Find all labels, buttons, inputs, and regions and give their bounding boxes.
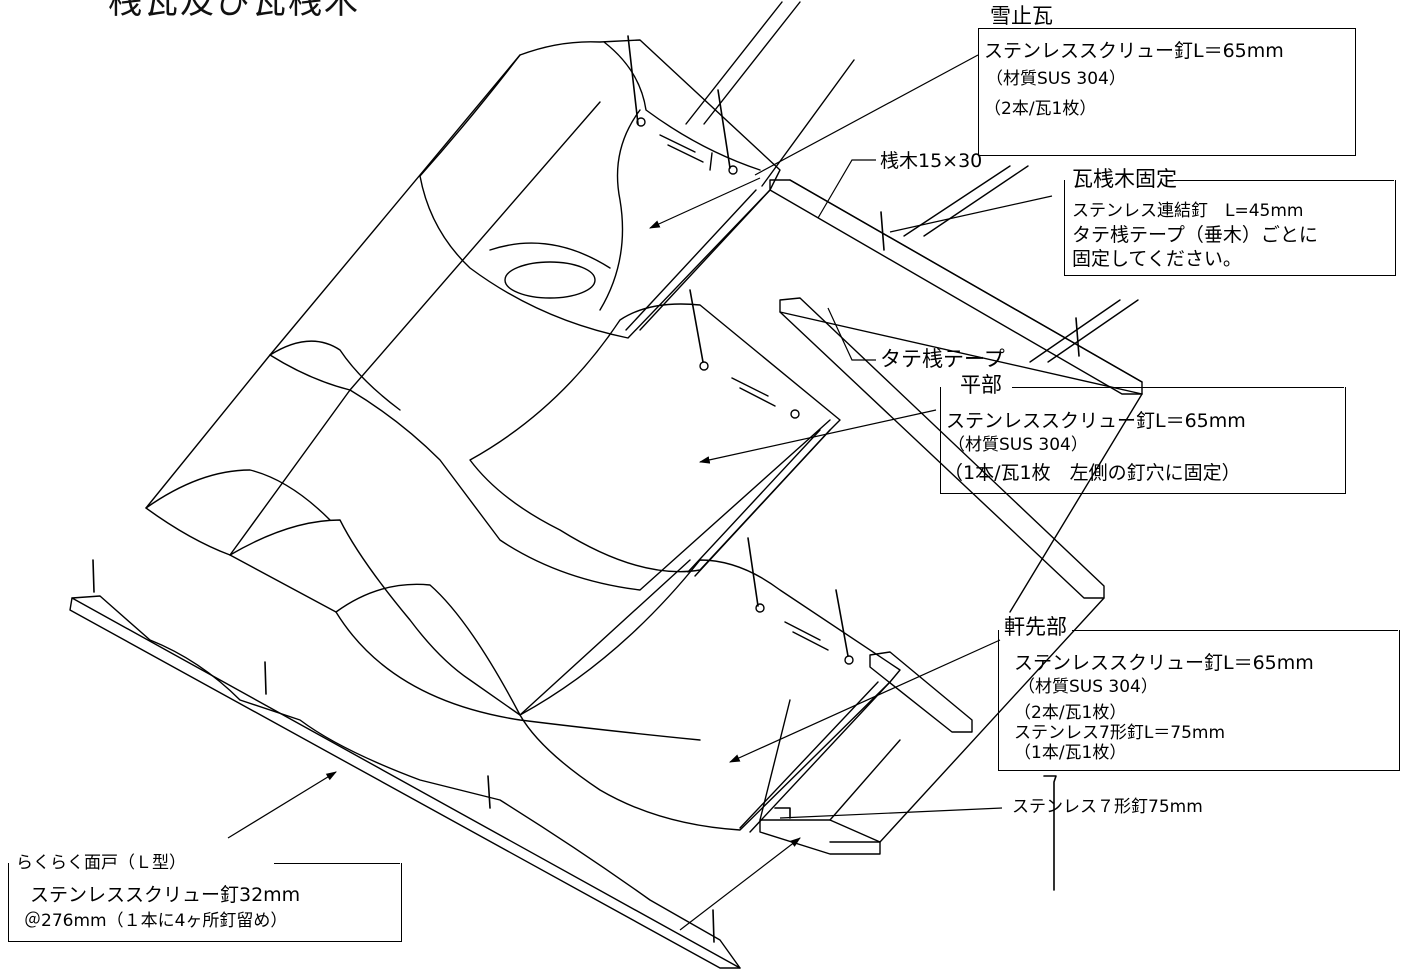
batten-fix-line-2: タテ桟テープ（垂木）ごとに bbox=[1072, 224, 1318, 246]
menndo-line-1: ステンレススクリュー釘32mm bbox=[30, 884, 301, 906]
snow-line-3: （2本/瓦1枚） bbox=[984, 99, 1097, 119]
leader-menndo bbox=[227, 771, 337, 839]
flat-line-2: （材質SUS 304） bbox=[948, 435, 1088, 455]
eaves-line-2: （材質SUS 304） bbox=[1018, 677, 1158, 697]
eaves-box-top bbox=[1072, 630, 1398, 631]
menndo-box bbox=[8, 863, 402, 942]
flat-line-3: （1本/瓦1枚 左側の釘穴に固定） bbox=[944, 462, 1241, 484]
eaves-line-1: ステンレススクリュー釘L＝65mm bbox=[1014, 652, 1314, 674]
flat-line-1: ステンレススクリュー釘L＝65mm bbox=[946, 410, 1246, 432]
leader-snow-arrow bbox=[649, 177, 761, 229]
flat-box bbox=[940, 387, 1346, 494]
menndo-heading: らくらく面戸（Ｌ型） bbox=[16, 853, 186, 873]
leader-menndo-2 bbox=[679, 837, 801, 931]
page-title: 桟瓦及び瓦桟木 bbox=[108, 0, 360, 22]
leader-tate bbox=[827, 307, 876, 361]
batten-fix-heading: 瓦桟木固定 bbox=[1072, 167, 1177, 191]
batten-fix-line-3: 固定してください。 bbox=[1072, 248, 1242, 270]
menndo-line-2: ＠276mm（１本に4ヶ所釘留め） bbox=[24, 911, 288, 931]
leader-snow bbox=[754, 54, 979, 176]
snow-stop-tile bbox=[419, 39, 781, 339]
eaves-line-3: （2本/瓦1枚） bbox=[1014, 703, 1127, 723]
batten-lower bbox=[869, 651, 973, 733]
eaves-box bbox=[998, 630, 1400, 771]
leader-eaves bbox=[729, 639, 1001, 763]
leader-batten-fix bbox=[889, 195, 1053, 233]
batten-fix-box-top bbox=[1170, 180, 1394, 181]
eaves-heading: 軒先部 bbox=[1004, 615, 1067, 639]
seven-nail-label: ステンレス７形釘75mm bbox=[1012, 797, 1203, 817]
flat-heading: 平部 bbox=[960, 373, 1002, 397]
eaves-line-5: （1本/瓦1枚） bbox=[1014, 743, 1127, 763]
batten-label: 桟木15×30 bbox=[880, 150, 983, 172]
screw-nails bbox=[92, 35, 1080, 943]
flat-box-top bbox=[1012, 387, 1344, 388]
batten-fix-line-1: ステンレス連結釘 L=45mm bbox=[1072, 201, 1304, 221]
tate-tape-label: タテ桟テープ bbox=[880, 347, 1005, 371]
leader-flat bbox=[698, 409, 937, 464]
snow-line-1: ステンレススクリュー釘L＝65mm bbox=[984, 40, 1284, 62]
batten-fix-box bbox=[1064, 180, 1396, 276]
snow-box bbox=[978, 28, 1356, 156]
eaves-line-4: ステンレス7形釘L＝75mm bbox=[1014, 723, 1226, 743]
menndo-box-top bbox=[274, 863, 400, 864]
roof-board-edge bbox=[759, 311, 1143, 855]
leader-seven bbox=[779, 807, 1003, 819]
snow-line-2: （材質SUS 304） bbox=[986, 69, 1126, 89]
snow-heading: 雪止瓦 bbox=[990, 4, 1053, 28]
tile-field bbox=[69, 54, 901, 969]
leader-batten bbox=[817, 159, 876, 219]
